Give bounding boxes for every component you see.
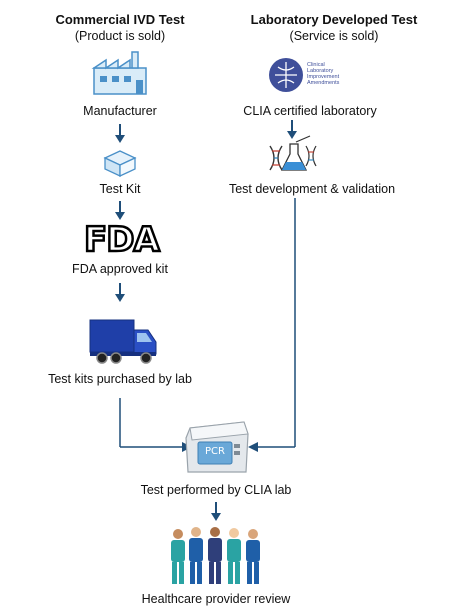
clia-line-2: Laboratory [307,68,334,74]
step-test-kits-purchased: Test kits purchased by lab [48,372,192,386]
right-column-subtitle: (Service is sold) [289,29,379,43]
step-healthcare-review: Healthcare provider review [141,592,291,606]
step-clia-certified-lab: CLIA certified laboratory [243,104,377,118]
clia-line-4: Amendments [307,80,340,86]
step-manufacturer: Manufacturer [83,104,157,118]
step-fda-approved-kit: FDA approved kit [72,262,168,276]
arrow-kit-to-fda [115,201,125,220]
step-test-development: Test development & validation [228,182,396,196]
clia-logo [269,58,303,92]
arrow-manufacturer-to-kit [115,124,125,143]
healthcare-team-icon [171,527,260,584]
right-column-title: Laboratory Developed Test [250,12,418,27]
clia-line-1: Clinical [307,62,325,68]
left-column-title: Commercial IVD Test [55,12,185,27]
pcr-label: PCR [205,446,225,457]
arrow-clia-to-dev [287,120,297,139]
step-test-performed: Test performed by CLIA lab [140,483,292,497]
clia-line-3: Improvement [307,74,340,80]
clia-logo-text: Clinical Laboratory Improvement Amendmen… [307,62,339,86]
left-column-subtitle: (Product is sold) [74,29,166,43]
fda-logo: FDA [83,220,161,260]
connector-left-to-pcr [119,398,192,452]
box-icon [103,150,137,178]
truck-icon [89,319,157,364]
dna-flask-icon [269,135,317,171]
step-test-kit: Test Kit [99,182,141,196]
arrow-performed-to-review [211,502,221,521]
factory-icon [91,51,147,95]
arrow-fda-to-truck [115,283,125,302]
pcr-machine-icon [185,421,249,473]
connector-right-to-pcr [248,198,296,452]
